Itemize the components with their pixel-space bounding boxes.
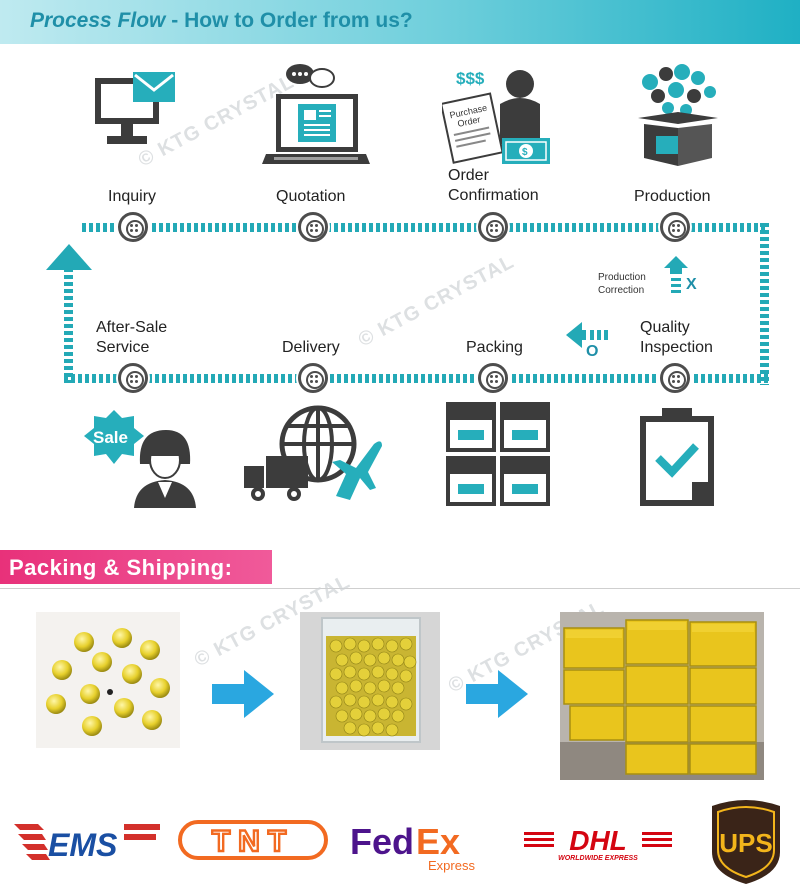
step-label-delivery: Delivery [282,339,340,356]
header-subtitle: How to Order from us? [184,9,413,32]
arrow-right-icon [212,670,274,718]
purchase-order-icon: $$$ Purchase Order $ [442,69,550,164]
step-label-order: Order [448,167,489,184]
flow-path-top [82,223,768,232]
production-box-icon [638,64,718,166]
correction-x-mark: X [686,276,697,293]
header-bar: Process Flow - How to Order from us? [0,0,800,44]
shipping-boxes-photo [560,612,764,780]
step-label-after-sale: After-Sale [96,319,168,336]
dollar-signs-text: $$$ [456,69,485,88]
fedex-logo-ex: Ex [416,821,460,862]
loose-beads-photo [36,612,180,748]
step-label-inquiry: Inquiry [108,188,157,205]
header-separator: - [171,9,179,32]
fedex-logo: Fed Ex Express [350,821,475,873]
step-label-quality: Quality [640,319,690,336]
tnt-logo: TNT [178,820,328,860]
production-correction-line1: Production [598,272,646,283]
ems-logo: EMS [14,824,160,862]
flow-path-bottom [64,374,769,383]
packing-boxes-icon [446,402,550,506]
tnt-logo-text: TNT [212,825,294,858]
dhl-logo-subtext: WORLDWIDE EXPRESS [558,855,638,862]
flow-node [478,363,508,393]
flow-node [478,212,508,242]
delivery-globe-truck-plane-icon [244,405,382,501]
flow-node [660,212,690,242]
order-text: Order [457,114,482,129]
flow-node [298,212,328,242]
flow-path-right [760,223,769,385]
divider [0,588,800,589]
svg-text:$: $ [522,147,528,158]
sale-text: Sale [93,428,128,447]
fedex-logo-express: Express [428,858,475,873]
after-sale-service-icon: Sale [84,410,196,508]
clipboard-check-icon [640,408,714,506]
arrow-left-icon [566,322,608,348]
dhl-logo: DHL WORLDWIDE EXPRESS [524,825,672,862]
step-label-quotation: Quotation [276,188,346,205]
step-label-packing: Packing [466,339,523,356]
step-label-confirmation: Confirmation [448,187,539,204]
laptop-quote-icon [262,64,370,164]
arrow-right-icon [466,670,528,718]
header-title: Process Flow [30,9,166,32]
production-correction-line2: Correction [598,285,645,296]
delivery-o-mark: O [586,343,599,360]
flow-node [118,363,148,393]
ems-logo-text: EMS [48,827,118,862]
dhl-logo-text: DHL [569,825,627,856]
computer-mail-icon [95,72,175,144]
header-heading: Process Flow - How to Order from us? [30,9,413,33]
flow-node [298,363,328,393]
step-label-production: Production [634,188,711,205]
step-label-inspection: Inspection [640,339,713,356]
ups-logo-text: UPS [719,828,772,858]
arrow-up-icon [46,244,92,270]
packing-shipping-banner: Packing & Shipping: [0,550,272,584]
packing-shipping-title: Packing & Shipping: [9,555,233,580]
flow-path-left [64,268,73,383]
step-label-service: Service [96,339,150,356]
ups-logo: UPS [712,800,780,884]
bagged-beads-photo [300,612,440,750]
fedex-logo-fed: Fed [350,821,414,862]
flow-node [660,363,690,393]
correction-arrow-up-icon [664,256,688,293]
flow-node [118,212,148,242]
